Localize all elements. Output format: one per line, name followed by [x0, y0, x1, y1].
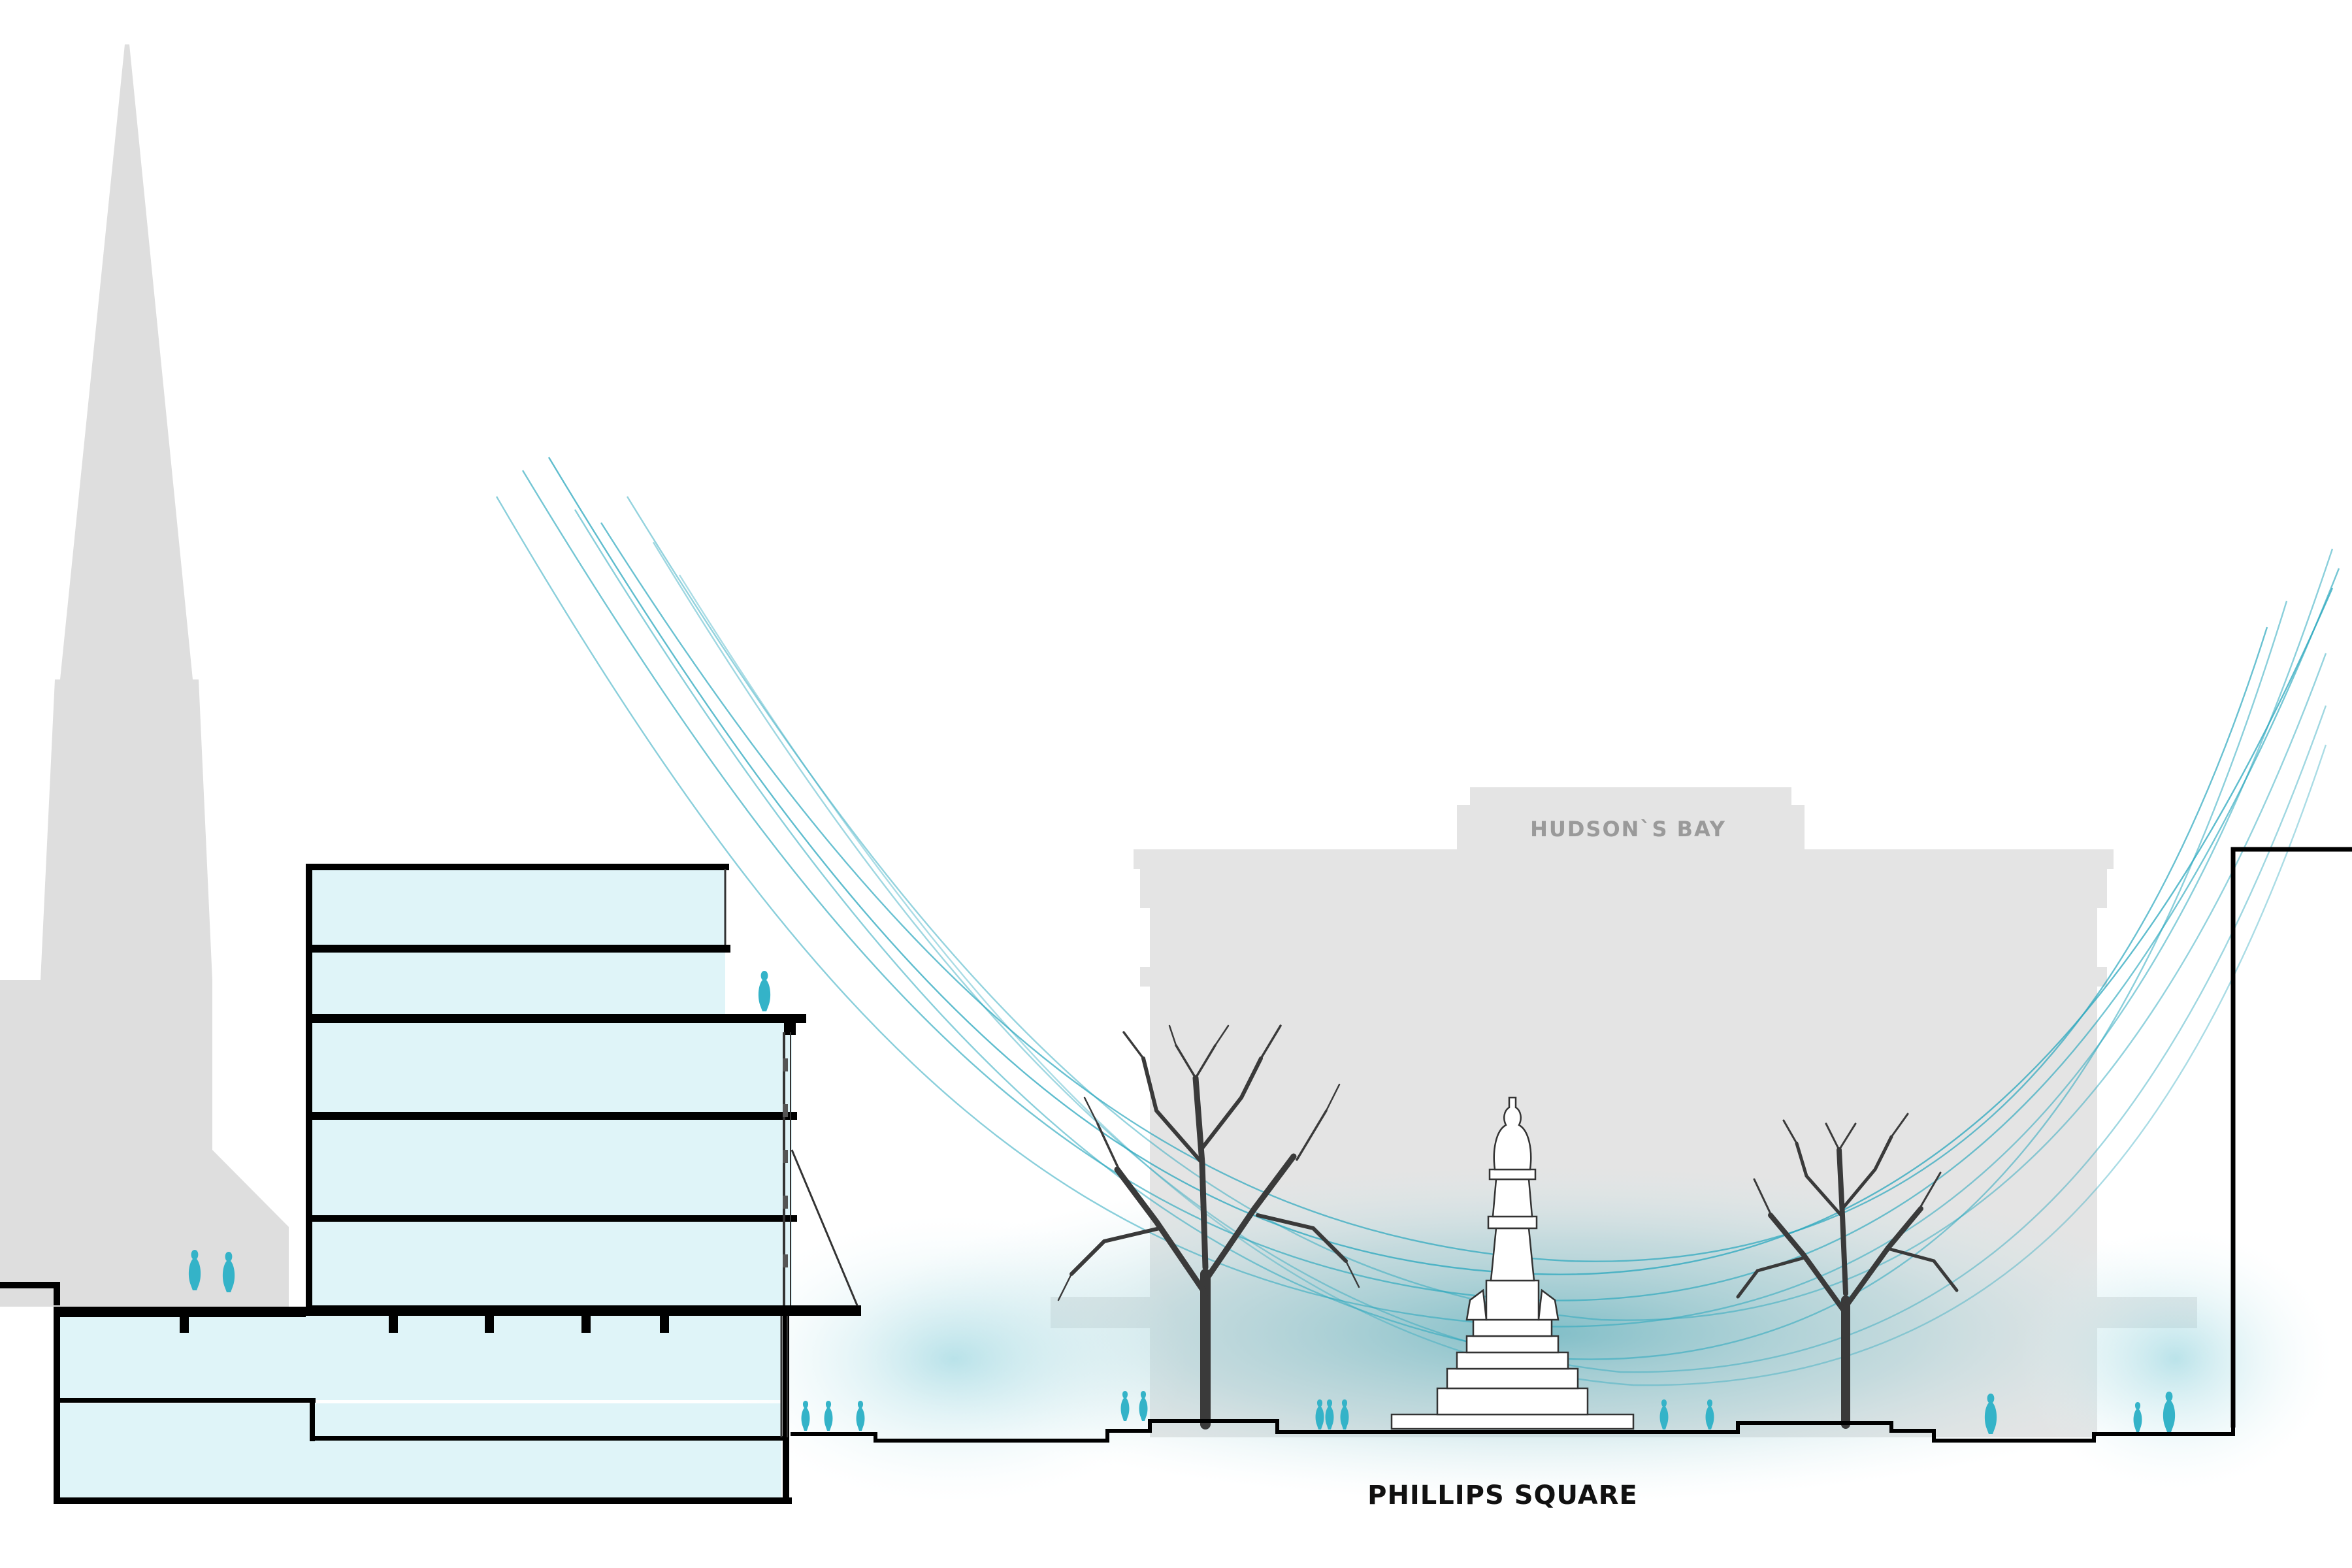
store-sign-text: HUDSON`S BAY	[1530, 817, 1726, 841]
statue-icon	[1390, 1096, 1635, 1430]
tree-icon	[1736, 1113, 1959, 1429]
adjacent-building-outline	[2230, 847, 2352, 1428]
person-figure-icon	[758, 971, 771, 1011]
proposed-building-section	[0, 864, 861, 1504]
church-spire-silhouette	[0, 44, 289, 1307]
tree-icon	[1057, 1024, 1360, 1429]
square-title: PHILLIPS SQUARE	[1367, 1480, 1638, 1511]
ground-section-line	[791, 1419, 2235, 1443]
